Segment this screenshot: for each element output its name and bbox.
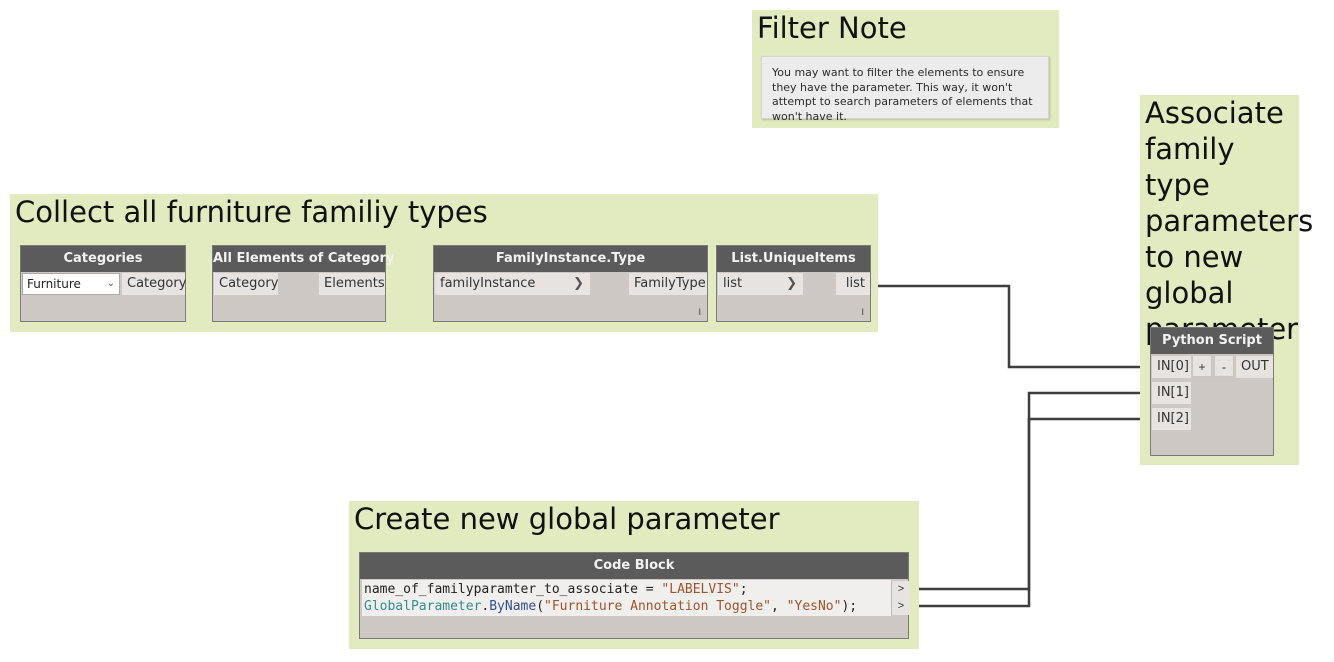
group-title: Filter Note (757, 11, 907, 45)
chevron-down-icon: ⌄ (106, 278, 115, 289)
wire-code-line2-to-in2 (909, 417, 1150, 608)
output-port-elements[interactable]: Elements (319, 273, 385, 295)
node-title[interactable]: Code Block (360, 553, 908, 579)
port-label: list (723, 276, 743, 291)
node-code-block[interactable]: Code Block name_of_familyparamter_to_ass… (359, 552, 910, 639)
lacing-indicator[interactable]: I (861, 307, 864, 317)
node-title[interactable]: Python Script (1151, 328, 1273, 354)
input-port-familyinstance[interactable]: familyInstance ❯ (435, 273, 590, 295)
lacing-indicator[interactable]: I (698, 307, 701, 317)
group-title: Collect all furniture familiy types (15, 195, 488, 229)
group-filter-note[interactable]: Filter Note You may want to filter the e… (752, 10, 1059, 128)
input-port-category[interactable]: Category (214, 273, 278, 295)
node-all-elements-of-category[interactable]: All Elements of Category Category Elemen… (212, 245, 394, 322)
node-title[interactable]: Categories (21, 246, 185, 272)
output-port-familytype[interactable]: FamilyType (629, 273, 707, 295)
output-port-list[interactable]: list (836, 273, 870, 295)
port-label: familyInstance (440, 276, 536, 291)
code-line-1: name_of_familyparamter_to_associate = "L… (364, 582, 748, 597)
node-title[interactable]: List.UniqueItems (717, 246, 870, 272)
node-title[interactable]: All Elements of Category (213, 246, 394, 272)
node-familyinstance-type[interactable]: FamilyInstance.Type familyInstance ❯ Fam… (433, 245, 708, 322)
chevron-right-icon: ❯ (573, 276, 584, 291)
code-line-2: GlobalParameter.ByName("Furniture Annota… (364, 599, 858, 614)
dropdown-value: Furniture (27, 277, 81, 291)
output-port-line1[interactable]: > (891, 581, 910, 598)
category-dropdown[interactable]: Furniture ⌄ (22, 273, 120, 295)
output-port-category[interactable]: Category (122, 273, 186, 295)
code-editor[interactable]: name_of_familyparamter_to_associate = "L… (362, 580, 891, 616)
group-title: Associate family type parameters to new … (1145, 96, 1314, 346)
output-port-line2[interactable]: > (891, 598, 910, 615)
group-title: Create new global parameter (354, 502, 780, 536)
node-categories[interactable]: Categories Furniture ⌄ Category (20, 245, 186, 322)
add-input-button[interactable]: + (1192, 355, 1212, 377)
node-list-uniqueitems[interactable]: List.UniqueItems list ❯ list I (716, 245, 871, 322)
input-port-list[interactable]: list ❯ (718, 273, 803, 295)
node-python-script[interactable]: Python Script IN[0] IN[1] IN[2] + - OUT (1150, 327, 1274, 456)
remove-input-button[interactable]: - (1214, 355, 1234, 377)
input-port-in2[interactable]: IN[2] (1152, 408, 1191, 430)
input-port-in1[interactable]: IN[1] (1152, 382, 1191, 404)
chevron-right-icon: ❯ (786, 276, 797, 291)
input-port-in0[interactable]: IN[0] (1152, 356, 1191, 378)
note-filter[interactable]: You may want to filter the elements to e… (761, 56, 1049, 123)
wire-unique-to-python-in0 (871, 284, 1150, 369)
node-title[interactable]: FamilyInstance.Type (434, 246, 707, 272)
output-port-out[interactable]: OUT (1236, 356, 1273, 378)
